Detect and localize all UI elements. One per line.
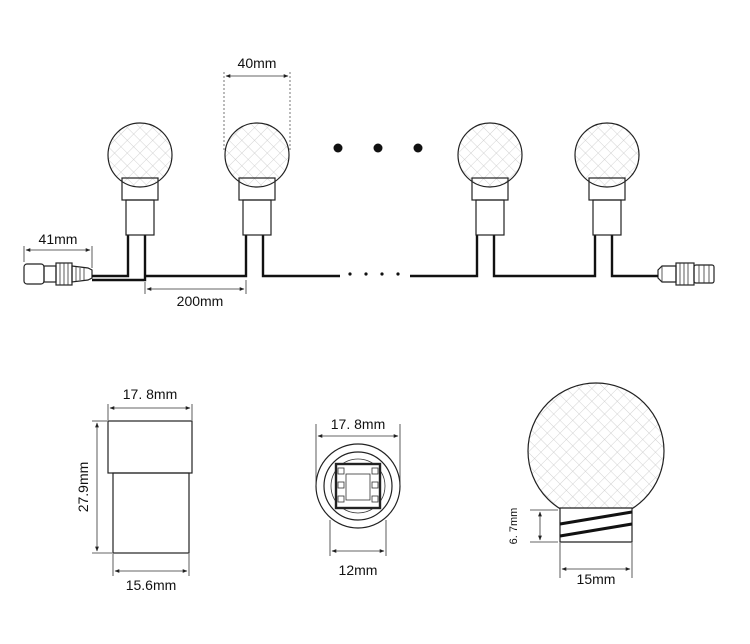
string-diagram: 40mm 41mm 200mm	[23, 55, 715, 309]
left-connector	[23, 262, 93, 286]
detail-side-view: 17. 8mm 27.9mm 15.6mm	[75, 386, 193, 593]
bulb-neck-width-label: 15mm	[577, 571, 616, 587]
wires	[92, 235, 658, 282]
lead-length-label: 41mm	[39, 231, 78, 247]
bulb-neck-height-label: 6. 7mm	[508, 508, 520, 545]
right-connector	[657, 262, 715, 286]
side-top-width-label: 17. 8mm	[123, 386, 177, 402]
side-bottom-width-label: 15.6mm	[126, 577, 177, 593]
bulb-diameter-label: 40mm	[238, 55, 277, 71]
top-outer-diameter-label: 17. 8mm	[331, 416, 385, 432]
wire-length-label: 200mm	[177, 293, 224, 309]
wire-length-dimension: 200mm	[144, 280, 247, 309]
side-height-label: 27.9mm	[75, 462, 91, 513]
led-chip-icon	[337, 467, 379, 503]
bulb-2	[224, 122, 290, 236]
detail-bulb-view: 6. 7mm 15mm	[508, 382, 665, 587]
bulb-diameter-dimension: 40mm	[223, 55, 291, 150]
lead-length-dimension: 41mm	[23, 231, 93, 268]
bulb-3	[457, 122, 523, 236]
detail-top-view: 17. 8mm 12mm	[315, 416, 401, 578]
top-inner-label: 12mm	[339, 562, 378, 578]
bulb-ellipsis	[333, 143, 423, 153]
bulb-1	[107, 122, 173, 236]
wire-gap-dots	[348, 272, 400, 276]
bulb-4	[574, 122, 640, 236]
